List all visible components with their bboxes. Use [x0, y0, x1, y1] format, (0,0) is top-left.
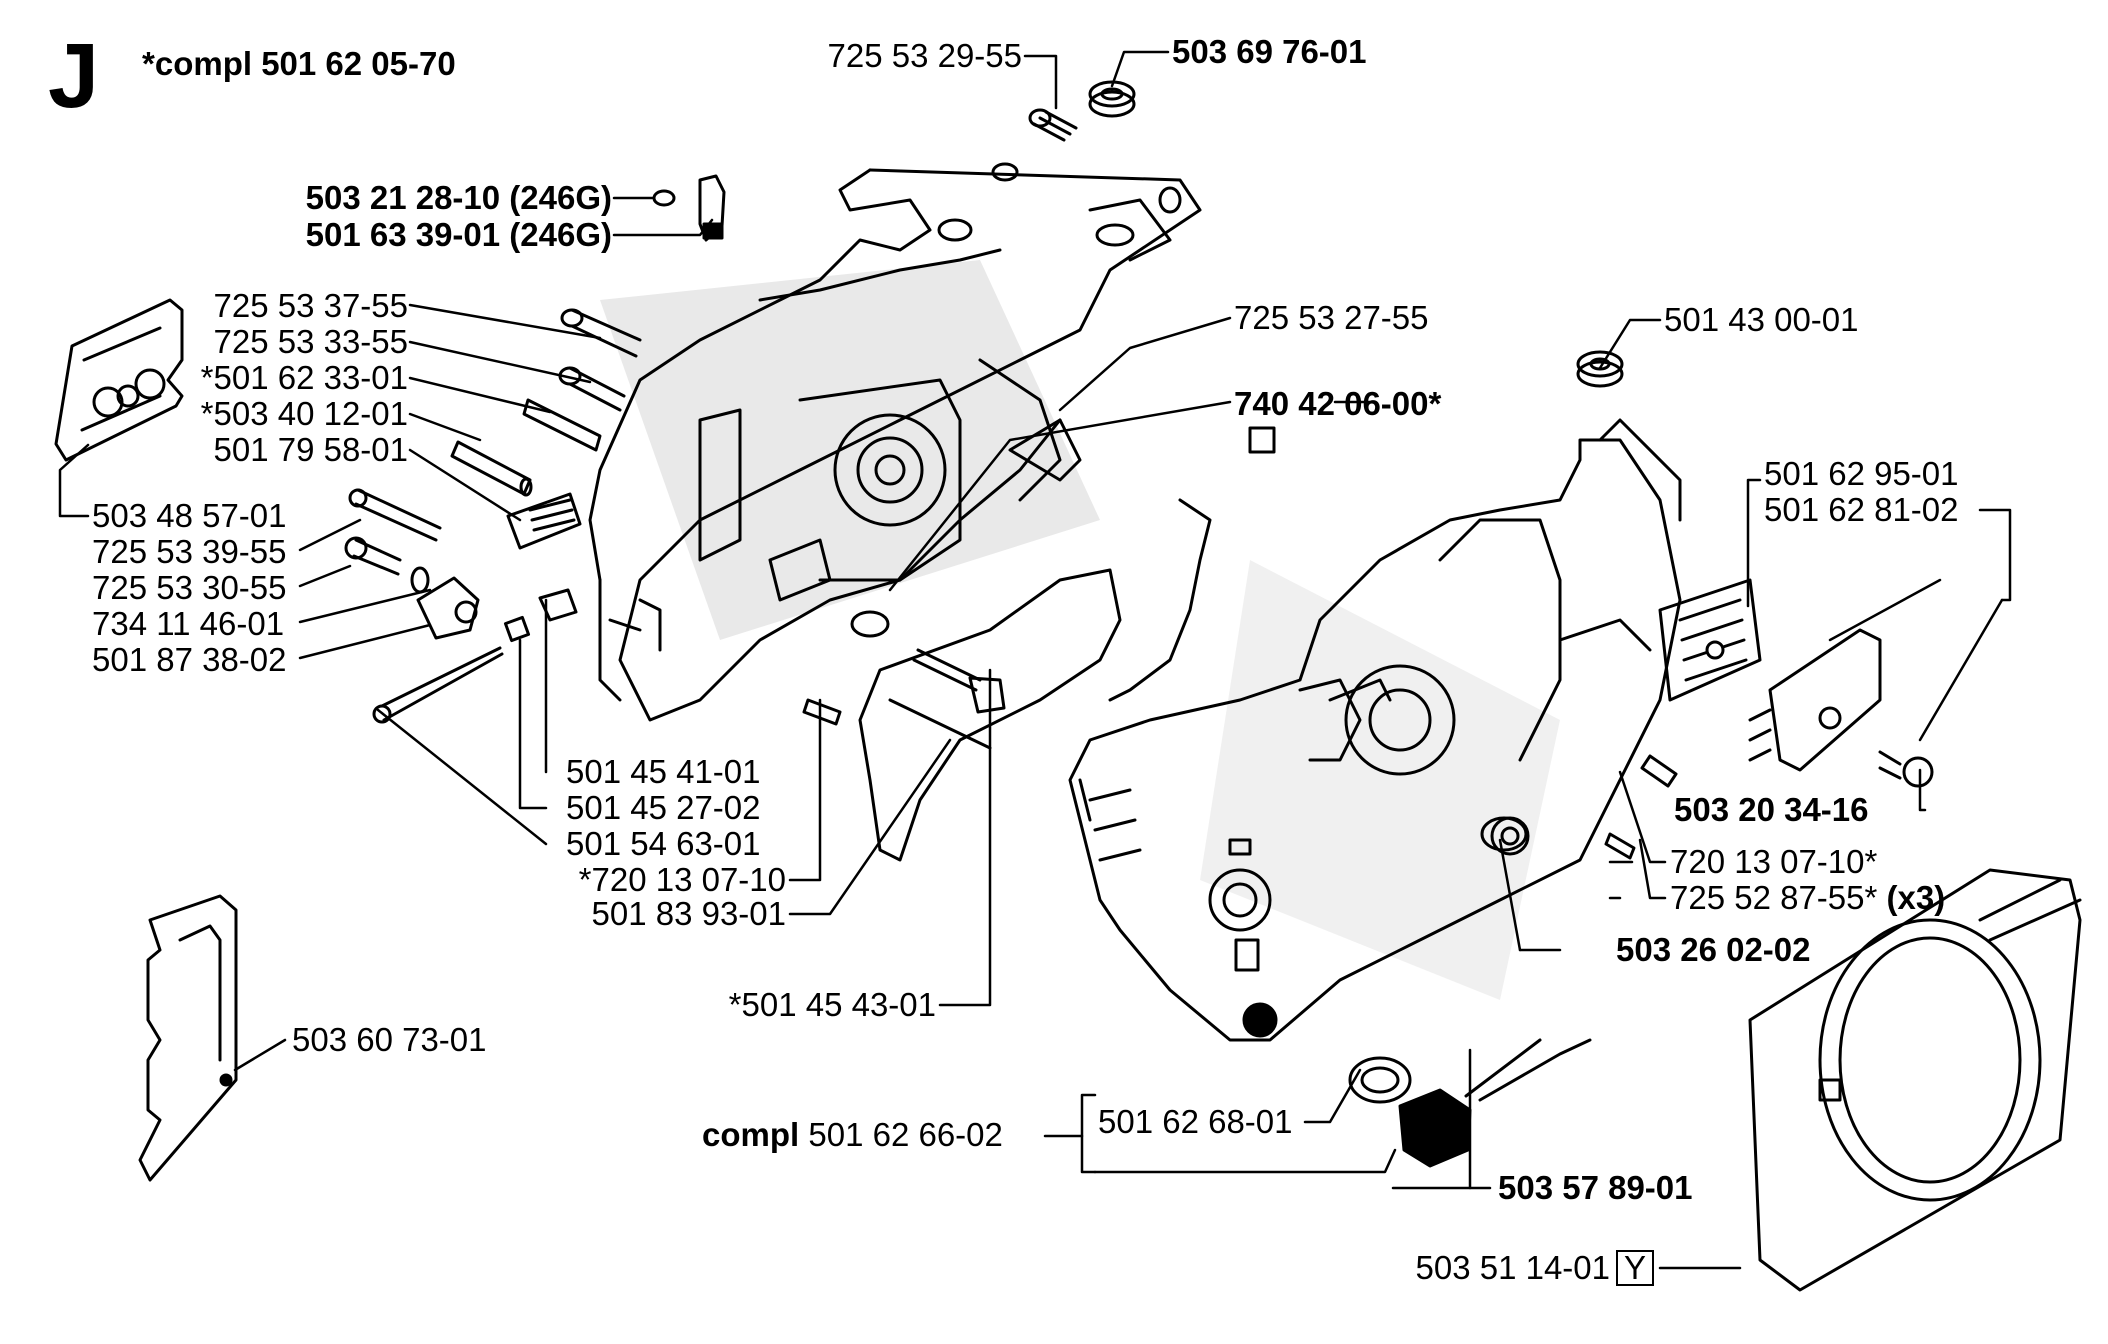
adjusting-screw-501-54-63-01 [372, 646, 504, 724]
gasket-501-83-93-01 [858, 498, 1212, 862]
part-label-501-45-27-02: 501 45 27-02 [566, 789, 761, 826]
part-label-501-83-93-01: 501 83 93-01 [591, 895, 786, 932]
part-label-503-60-73-01: 503 60 73-01 [292, 1021, 487, 1058]
rubber-buffer-503-69-76-01 [1088, 80, 1136, 118]
part-label-725-53-30-55: 725 53 30-55 [92, 569, 287, 606]
part-label-725-53-37-55: 725 53 37-55 [213, 287, 408, 324]
part-label-503-51-14-01: 503 51 14-01 [1415, 1249, 1610, 1286]
compl-number: 501 62 66-02 [808, 1116, 1003, 1153]
oil-pump-501-45-43-01 [850, 610, 1006, 750]
chain-catcher-246g [652, 174, 726, 242]
filter-501-62-95-01 [1658, 578, 1762, 702]
left-crankcase-half [588, 162, 1202, 722]
part-label-501-87-38-02: 501 87 38-02 [92, 641, 287, 678]
part-label-501-43-00-01: 501 43 00-01 [1664, 301, 1859, 338]
bolt-725-53-37-55 [560, 308, 642, 358]
part-label-501-62-95-01: 501 62 95-01 [1764, 455, 1959, 492]
part-label-501-62-68-01: 501 62 68-01 [1098, 1103, 1293, 1140]
starter-cover-503-51-14-01 [1748, 868, 2082, 1292]
part-label-725-53-39-55: 725 53 39-55 [92, 533, 287, 570]
section-compl-title: *compl 501 62 05-70 [142, 45, 456, 82]
part-label-503-40-12-01: *503 40 12-01 [200, 395, 408, 432]
part-label-720-13-07-10-right: 720 13 07-10* [1670, 843, 1878, 880]
top-screw-725-53-29-55 [1028, 108, 1078, 142]
pin-720-13-07-10-right [1640, 754, 1678, 788]
right-crankcase-half [1068, 418, 1682, 1042]
part-label-740-42-06-00: 740 42 06-00* [1234, 385, 1442, 422]
bolt-725-53-30-55 [344, 536, 402, 576]
quantity-x3: (x3) [1886, 879, 1946, 916]
cover-501-62-81-02 [1748, 628, 1882, 772]
screw-503-20-34-16 [1878, 750, 1934, 788]
leader-lines [58, 50, 2012, 1270]
oil-cap-503-57-89-01 [1398, 1038, 1592, 1168]
part-label-501-62-81-02: 501 62 81-02 [1764, 491, 1959, 528]
part-label-501-62-33-01: *501 62 33-01 [200, 359, 408, 396]
washer-734-11-46-01 [410, 566, 430, 594]
part-label-503-48-57-01: 503 48 57-01 [92, 497, 287, 534]
bar-guide-503-60-73-01 [138, 894, 238, 1182]
bolt-725-53-33-55 [558, 366, 626, 412]
pin-720-13-07-10 [802, 698, 842, 726]
nut-501-45-27-02 [503, 615, 531, 643]
part-label-501-63-39-01: 501 63 39-01 (246G) [305, 216, 612, 253]
adjuster-screw-725-53-39-55 [348, 488, 442, 542]
bolt-725-52-87-55 [1604, 832, 1636, 860]
bracket-501-79-58-01 [506, 492, 582, 550]
part-label-725-53-33-55: 725 53 33-55 [213, 323, 408, 360]
part-label-725-52-87-55: 725 52 87-55* (x3) [1670, 880, 1945, 916]
watermark-logo [600, 260, 1560, 1000]
part-label-501-45-43-01: *501 45 43-01 [728, 986, 936, 1023]
section-letter: J [48, 25, 100, 127]
part-label-503-26-02-02: 503 26 02-02 [1616, 931, 1811, 968]
pin-501-62-33-01 [522, 398, 602, 452]
part-label-501-54-63-01: 501 54 63-01 [566, 825, 761, 862]
nut-501-45-41-01 [538, 588, 578, 622]
seal-ring-501-62-68-01 [1348, 1056, 1412, 1104]
part-number-725-52-87-55: 725 52 87-55* [1670, 879, 1878, 916]
part-label-503-20-34-16: 503 20 34-16 [1674, 791, 1869, 828]
compl-word: compl [702, 1116, 800, 1153]
part-label-725-53-27-55: 725 53 27-55 [1234, 299, 1429, 336]
part-label-503-21-28-10: 503 21 28-10 (246G) [305, 179, 612, 216]
part-label-503-69-76-01: 503 69 76-01 [1172, 33, 1367, 70]
tag-box-y: Y [1616, 1250, 1654, 1286]
guide-plate-503-48-57-01 [54, 298, 184, 462]
gasket-kit-marker-square [1248, 426, 1276, 454]
part-label-720-13-07-10-left: *720 13 07-10 [578, 861, 786, 898]
sleeve-503-40-12-01 [450, 440, 533, 497]
part-label-734-11-46-01: 734 11 46-01 [92, 605, 285, 642]
tensioner-501-87-38-02 [416, 576, 480, 640]
seal-503-26-02-02 [1480, 816, 1528, 852]
part-label-501-79-58-01: 501 79 58-01 [213, 431, 408, 468]
part-label-compl-501-62-66-02: compl 501 62 66-02 [702, 1117, 1003, 1153]
plug-501-43-00-01 [1576, 350, 1624, 388]
part-label-725-53-29-55: 725 53 29-55 [827, 37, 1022, 74]
part-label-503-57-89-01: 503 57 89-01 [1498, 1169, 1693, 1206]
part-label-501-45-41-01: 501 45 41-01 [566, 753, 761, 790]
